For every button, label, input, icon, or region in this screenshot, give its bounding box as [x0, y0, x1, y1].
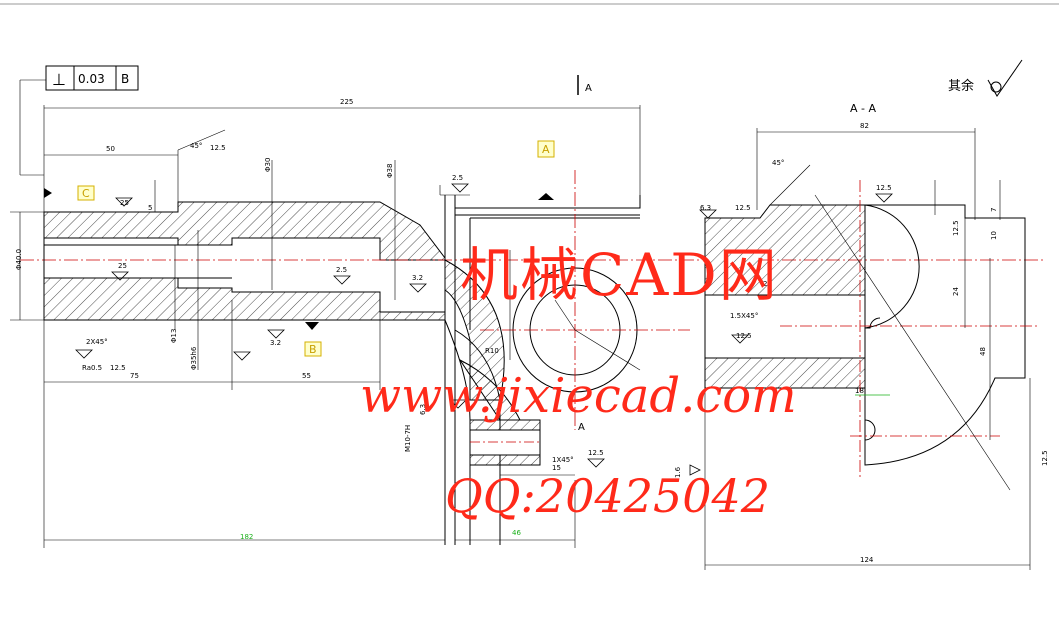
dim-2x45: 2X45°: [86, 338, 108, 346]
dim-25-mid: 25: [118, 262, 127, 270]
section-title: A - A: [850, 102, 876, 115]
dim-225: 225: [340, 98, 353, 106]
dim-12-5-sec-c: 12.5: [736, 332, 752, 340]
datum-label-b: B: [304, 341, 322, 357]
dim-7: 7: [990, 208, 998, 212]
dim-50: 50: [106, 145, 115, 153]
surface-roughness-note: 其余: [948, 59, 1023, 97]
dim-182: 182: [240, 533, 253, 541]
dim-15: 15: [552, 464, 561, 472]
dim-12-5-sec-a: 12.5: [735, 204, 751, 212]
shaft-view: [20, 170, 1045, 545]
section-mark-bottom: A: [578, 422, 585, 433]
datum-label-c: C: [77, 185, 95, 201]
dim-45deg: 45°: [190, 142, 202, 150]
dim-12-5-sec-b: 12.5: [876, 184, 892, 192]
shaft-dimension-lines: [10, 79, 641, 548]
tolerance-datum: B: [121, 72, 129, 86]
dim-6-3-sec: 6.3: [700, 204, 711, 212]
dim-1x45: 1X45°: [552, 456, 574, 464]
dim-1-5x45: 1.5X45°: [730, 312, 758, 320]
dim-12-5-vert: 12.5: [952, 220, 960, 236]
dim-2-5-mid: 2.5: [336, 266, 347, 274]
dim-48: 48: [979, 347, 987, 356]
dim-r10: R10: [485, 347, 499, 355]
dim-12-5-ra: 12.5: [110, 364, 126, 372]
watermark-url: www.jixiecad.com: [360, 368, 797, 424]
dim-phi35: Φ35h6: [190, 346, 198, 370]
dim-phi13: Φ13: [170, 329, 178, 343]
dim-ra: Ra0.5: [82, 364, 102, 372]
dim-12-5-bush: 12.5: [588, 449, 604, 457]
dim-124: 124: [860, 556, 874, 564]
dim-phi38: Φ38: [386, 164, 394, 178]
watermark: 机械CAD网 www.jixiecad.com QQ:20425042: [360, 241, 797, 523]
svg-text:B: B: [309, 343, 317, 356]
dim-12-5-right: 12.5: [1041, 450, 1049, 466]
dim-3-2-low: 3.2: [270, 339, 281, 347]
datum-a-triangle: [538, 193, 554, 200]
dim-1-6: 1.6: [674, 466, 682, 478]
shaft-dimension-texts: 225 50 45° 12.5 25 5 25 2.5 3.2 2.5 3.2 …: [15, 98, 604, 541]
dim-25-top: 25: [120, 199, 129, 207]
tolerance-value: 0.03: [78, 72, 105, 86]
dim-45deg-sec: 45°: [772, 159, 784, 167]
dim-6-3-left: 6.3: [419, 404, 427, 415]
svg-text:其余: 其余: [948, 78, 974, 94]
dim-82: 82: [860, 122, 869, 130]
dim-m10: M10-7H: [404, 425, 412, 452]
dim-2-sec: 2: [763, 280, 767, 288]
dim-phi30: Φ30: [264, 158, 272, 172]
datum-b-triangle: [305, 322, 319, 330]
dim-55: 55: [302, 372, 311, 380]
dim-12-5-top: 12.5: [210, 144, 226, 152]
dim-75: 75: [130, 372, 139, 380]
watermark-site: 机械CAD网: [460, 241, 779, 309]
section-dimension-texts: 82 124 45° 6.3 12.5 12.5 1.5X45° 12.5 2 …: [674, 122, 1049, 564]
section-view: [704, 128, 1040, 570]
dim-2-5-top: 2.5: [452, 174, 463, 182]
dim-phi40: Φ40.0: [15, 249, 23, 270]
dim-18: 18: [855, 387, 864, 395]
dim-3-2-mid: 3.2: [412, 274, 423, 282]
tolerance-frame: ⊥ 0.03 B: [45, 65, 139, 91]
datum-label-a: A: [537, 140, 555, 158]
datum-c-triangle: [44, 188, 52, 198]
perpendicularity-symbol: ⊥: [52, 70, 66, 89]
dim-10: 10: [990, 231, 998, 240]
roughness-symbols: [75, 183, 893, 476]
dim-5: 5: [148, 204, 152, 212]
section-mark-top: A: [585, 83, 592, 94]
svg-text:C: C: [82, 187, 90, 200]
dim-46: 46: [512, 529, 521, 537]
svg-text:A: A: [542, 143, 550, 156]
dim-24: 24: [952, 287, 960, 296]
watermark-qq: QQ:20425042: [445, 469, 770, 523]
